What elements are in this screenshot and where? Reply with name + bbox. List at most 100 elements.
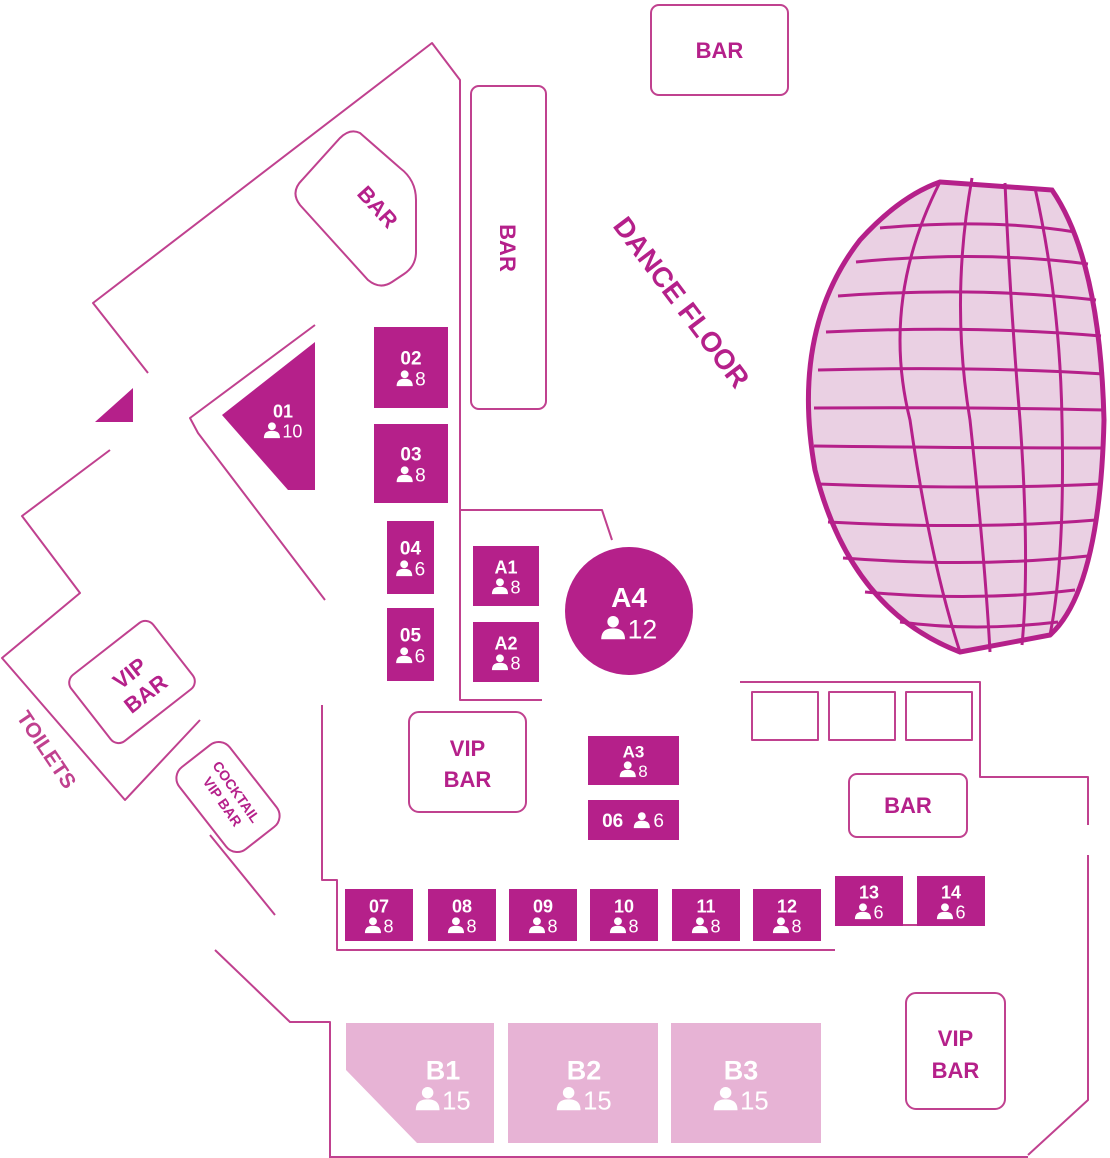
wall-upper-left xyxy=(92,42,542,701)
wall-inner-left xyxy=(321,705,835,951)
table-id-label: 02 xyxy=(400,348,421,369)
wall-table-area-left xyxy=(189,324,326,601)
table-a3[interactable]: A38 xyxy=(588,736,679,785)
wall-outer-right xyxy=(1027,855,1089,1156)
wall-left-corridor xyxy=(1,449,201,801)
table-shape[interactable] xyxy=(671,1023,821,1143)
table-capacity-label: 10 xyxy=(282,422,302,442)
bar-top-label: BAR xyxy=(696,38,744,63)
vip-bar-left[interactable]: VIP BAR xyxy=(65,617,199,747)
table-09[interactable]: 098 xyxy=(509,889,577,941)
table-id-label: A2 xyxy=(494,634,517,654)
storage-box-2 xyxy=(828,691,896,741)
bar-top[interactable]: BAR xyxy=(650,4,789,96)
table-capacity-label: 15 xyxy=(442,1088,471,1116)
table-capacity-label: 8 xyxy=(510,578,520,598)
table-11[interactable]: 118 xyxy=(672,889,740,941)
table-id-label: 14 xyxy=(941,883,961,903)
table-shape[interactable] xyxy=(222,342,315,490)
storage-box-3 xyxy=(905,691,973,741)
table-id-label: 08 xyxy=(452,897,472,917)
cocktail-vip-bar[interactable]: COCKTAIL VIP BAR xyxy=(171,736,285,857)
table-a2[interactable]: A28 xyxy=(473,622,539,682)
table-id-label: B2 xyxy=(567,1055,602,1085)
bar-diagonal[interactable]: BAR xyxy=(294,130,417,287)
table-capacity-label: 8 xyxy=(710,917,720,937)
table-shape[interactable] xyxy=(374,424,448,503)
table-id-label: 04 xyxy=(400,538,422,559)
arrow-icon xyxy=(95,388,133,422)
table-capacity-label: 8 xyxy=(628,917,638,937)
table-capacity-label: 6 xyxy=(415,647,426,668)
table-shape[interactable] xyxy=(374,327,448,408)
table-id-label: 05 xyxy=(400,625,422,646)
table-shape[interactable] xyxy=(508,1023,658,1143)
table-07[interactable]: 078 xyxy=(345,889,413,941)
table-shape[interactable] xyxy=(565,547,693,675)
table-capacity-label: 8 xyxy=(510,654,520,674)
bar-right[interactable]: BAR xyxy=(848,773,968,838)
storage-box-1 xyxy=(751,691,819,741)
vip-bar-center-label-1: VIP xyxy=(450,736,485,761)
table-capacity-label: 6 xyxy=(653,811,664,832)
table-id-label: B1 xyxy=(426,1055,461,1085)
table-shape[interactable] xyxy=(473,546,539,606)
table-id-label: 10 xyxy=(614,897,634,917)
table-capacity-label: 6 xyxy=(415,560,426,581)
table-capacity-label: 8 xyxy=(547,917,557,937)
table-capacity-label: 8 xyxy=(638,762,647,781)
table-id-label: 09 xyxy=(533,897,553,917)
table-capacity-label: 8 xyxy=(791,917,801,937)
wall-A-section xyxy=(460,509,613,541)
bar-right-label: BAR xyxy=(884,793,932,818)
vip-bar-center-label-2: BAR xyxy=(444,767,492,792)
table-03[interactable]: 038 xyxy=(374,424,448,503)
bar-vertical-label: BAR xyxy=(495,224,520,272)
table-id-label: B3 xyxy=(724,1055,759,1085)
disco-ball-icon xyxy=(805,177,1107,655)
wall-right-step xyxy=(740,681,1089,825)
table-shape[interactable] xyxy=(473,622,539,682)
table-id-label: A3 xyxy=(623,743,645,762)
table-10[interactable]: 108 xyxy=(590,889,658,941)
table-shape[interactable] xyxy=(346,1023,494,1143)
table-capacity-label: 6 xyxy=(955,903,965,923)
table-05[interactable]: 056 xyxy=(387,608,434,681)
table-12[interactable]: 128 xyxy=(753,889,821,941)
table-a1[interactable]: A18 xyxy=(473,546,539,606)
toilets-label: TOILETS xyxy=(12,707,80,793)
table-id-label: 12 xyxy=(777,897,797,917)
table-13[interactable]: 136 xyxy=(835,876,903,926)
vip-bar-right[interactable]: VIP BAR xyxy=(905,992,1006,1110)
table-shape[interactable] xyxy=(588,800,679,840)
table-shape[interactable] xyxy=(387,608,434,681)
bar-vertical[interactable]: BAR xyxy=(470,85,547,410)
table-14[interactable]: 146 xyxy=(917,876,985,926)
vip-bar-right-label-1: VIP xyxy=(938,1026,973,1051)
table-capacity-label: 8 xyxy=(415,466,426,487)
wall-lower-left-diag xyxy=(209,834,276,916)
table-shape[interactable] xyxy=(387,521,434,594)
table-08[interactable]: 088 xyxy=(428,889,496,941)
table-capacity-label: 12 xyxy=(628,615,658,645)
table-capacity-label: 8 xyxy=(383,917,393,937)
table-02[interactable]: 028 xyxy=(374,327,448,408)
table-id-label: 13 xyxy=(859,883,879,903)
table-04[interactable]: 046 xyxy=(387,521,434,594)
table-id-label: 01 xyxy=(273,402,293,422)
table-capacity-label: 8 xyxy=(466,917,476,937)
walls xyxy=(1,42,1089,1158)
bars: BAR BAR BAR BAR VIP BAR COCKTAIL VIP BAR xyxy=(65,4,1006,1110)
table-id-label: 11 xyxy=(696,897,715,917)
vip-bar-right-label-2: BAR xyxy=(932,1058,980,1083)
vip-bar-center[interactable]: VIP BAR xyxy=(408,711,527,813)
